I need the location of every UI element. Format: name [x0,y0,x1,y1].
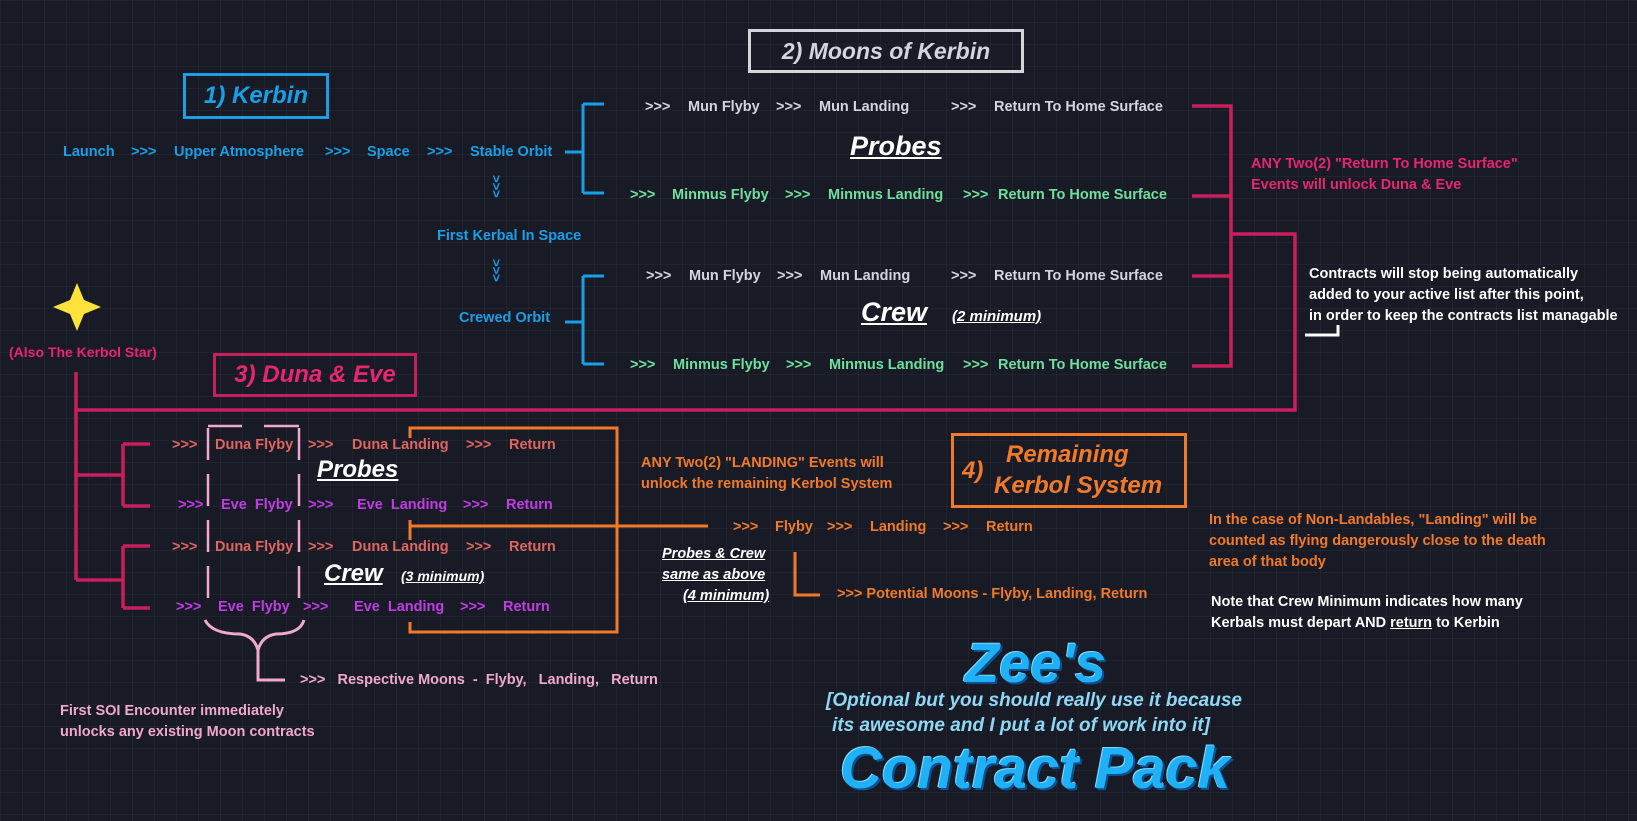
flyby-step: Flyby [775,519,813,535]
kerbol-star-label: (Also The Kerbol Star) [9,344,157,360]
launch-step: Launch [63,144,115,160]
minmus-landing-step: Minmus Landing [828,187,944,203]
moons-brace [203,619,306,682]
moons-right-bracket [74,104,1297,610]
row-arrow: >>> [786,357,812,373]
row-arrow: >>> [630,187,656,203]
respective-moons-row: >>> Respective Moons - Flyby, Landing, R… [300,672,658,688]
remaining-number: 4) [962,457,984,484]
duna-crew-heading: Crew [324,560,383,587]
crew-note-underlined: return [1390,615,1433,631]
crew-note-after: to Kerbin [1432,615,1500,631]
mun-flyby-step: Mun Flyby [689,268,761,284]
stable-orbit-step: Stable Orbit [470,144,553,160]
return-step: Return [509,437,556,453]
moons-crew-heading: Crew [861,297,928,327]
kerbin-branch-bracket [565,102,604,366]
row-arrow: >>> [963,187,989,203]
chain-arrow: >>> [325,144,351,160]
row-arrow: >>> [172,539,198,555]
mun-landing-step: Mun Landing [820,268,911,284]
crewed-orbit-step: Crewed Orbit [459,310,551,326]
return-step: Return [506,497,553,513]
down-arrow-1: >>> [489,175,504,198]
duna-eve-orange-bracket [408,426,820,634]
return-step: Return [986,519,1033,535]
note-hook [1305,325,1340,337]
minmus-flyby-step: Minmus Flyby [673,357,770,373]
kerbol-star-icon [53,283,101,331]
moons-title: 2) Moons of Kerbin [748,29,1024,73]
crew-note-before: Kerbals must depart AND [1211,615,1391,631]
row-arrow: >>> [827,519,853,535]
remaining-line1: Remaining [1006,441,1129,468]
row-arrow: >>> [630,357,656,373]
row-arrow: >>> [943,519,969,535]
chain-arrow: >>> [131,144,157,160]
minmus-landing-step: Minmus Landing [829,357,945,373]
row-arrow: >>> [308,539,334,555]
space-step: Space [367,144,410,160]
row-arrow: >>> [303,599,329,615]
row-arrow: >>> [460,599,486,615]
duna-eve-title: 3) Duna & Eve [213,353,417,397]
kerbin-title: 1) Kerbin [183,73,329,119]
return-step: Return [509,539,556,555]
mun-flyby-step: Mun Flyby [688,99,760,115]
row-arrow: >>> [178,497,204,513]
duna-crew-minimum: (3 minimum) [401,568,485,584]
duna-probes-heading: Probes [317,456,399,483]
row-arrow: >>> [466,437,492,453]
eve-flyby-step: Eve Flyby [218,599,290,615]
row-arrow: >>> [466,539,492,555]
return-home-step: Return To Home Surface [994,99,1163,115]
return-home-step: Return To Home Surface [994,268,1163,284]
row-arrow: >>> [951,268,977,284]
duna-landing-step: Duna Landing [352,539,449,555]
eve-landing-step: Eve Landing [354,599,445,615]
row-arrow: >>> [733,519,759,535]
row-arrow: >>> [308,497,334,513]
moons-crew-minimum: (2 minimum) [952,308,1042,325]
potential-moons-row: >>> Potential Moons - Flyby, Landing, Re… [837,586,1148,602]
moons-probes-heading: Probes [850,131,942,161]
logo-contract-pack: Contract Pack [840,736,1231,801]
duna-flyby-step: Duna Flyby [215,437,294,453]
eve-flyby-step: Eve Flyby [221,497,293,513]
landing-step: Landing [870,519,927,535]
chain-arrow: >>> [427,144,453,160]
return-step: Return [503,599,550,615]
mun-landing-step: Mun Landing [819,99,910,115]
row-arrow: >>> [963,357,989,373]
logo-zees: Zee's [965,631,1106,694]
row-arrow: >>> [951,99,977,115]
eve-landing-step: Eve Landing [357,497,448,513]
duna-flyby-step: Duna Flyby [215,539,294,555]
row-arrow: >>> [785,187,811,203]
row-arrow: >>> [308,437,334,453]
upper-atmosphere-step: Upper Atmosphere [174,144,304,160]
return-home-step: Return To Home Surface [998,187,1167,203]
remaining-line2: Kerbol System [994,472,1163,499]
row-arrow: >>> [172,437,198,453]
return-home-step: Return To Home Surface [998,357,1167,373]
flyby-dashed-box [206,424,301,605]
row-arrow: >>> [176,599,202,615]
row-arrow: >>> [646,268,672,284]
row-arrow: >>> [776,99,802,115]
first-kerbal-step: First Kerbal In Space [437,228,582,244]
row-arrow: >>> [463,497,489,513]
row-arrow: >>> [645,99,671,115]
row-arrow: >>> [777,268,803,284]
minmus-flyby-step: Minmus Flyby [672,187,769,203]
down-arrow-2: >>> [489,259,504,282]
remaining-title: 4) Remaining Kerbol System [951,433,1187,508]
duna-landing-step: Duna Landing [352,437,449,453]
